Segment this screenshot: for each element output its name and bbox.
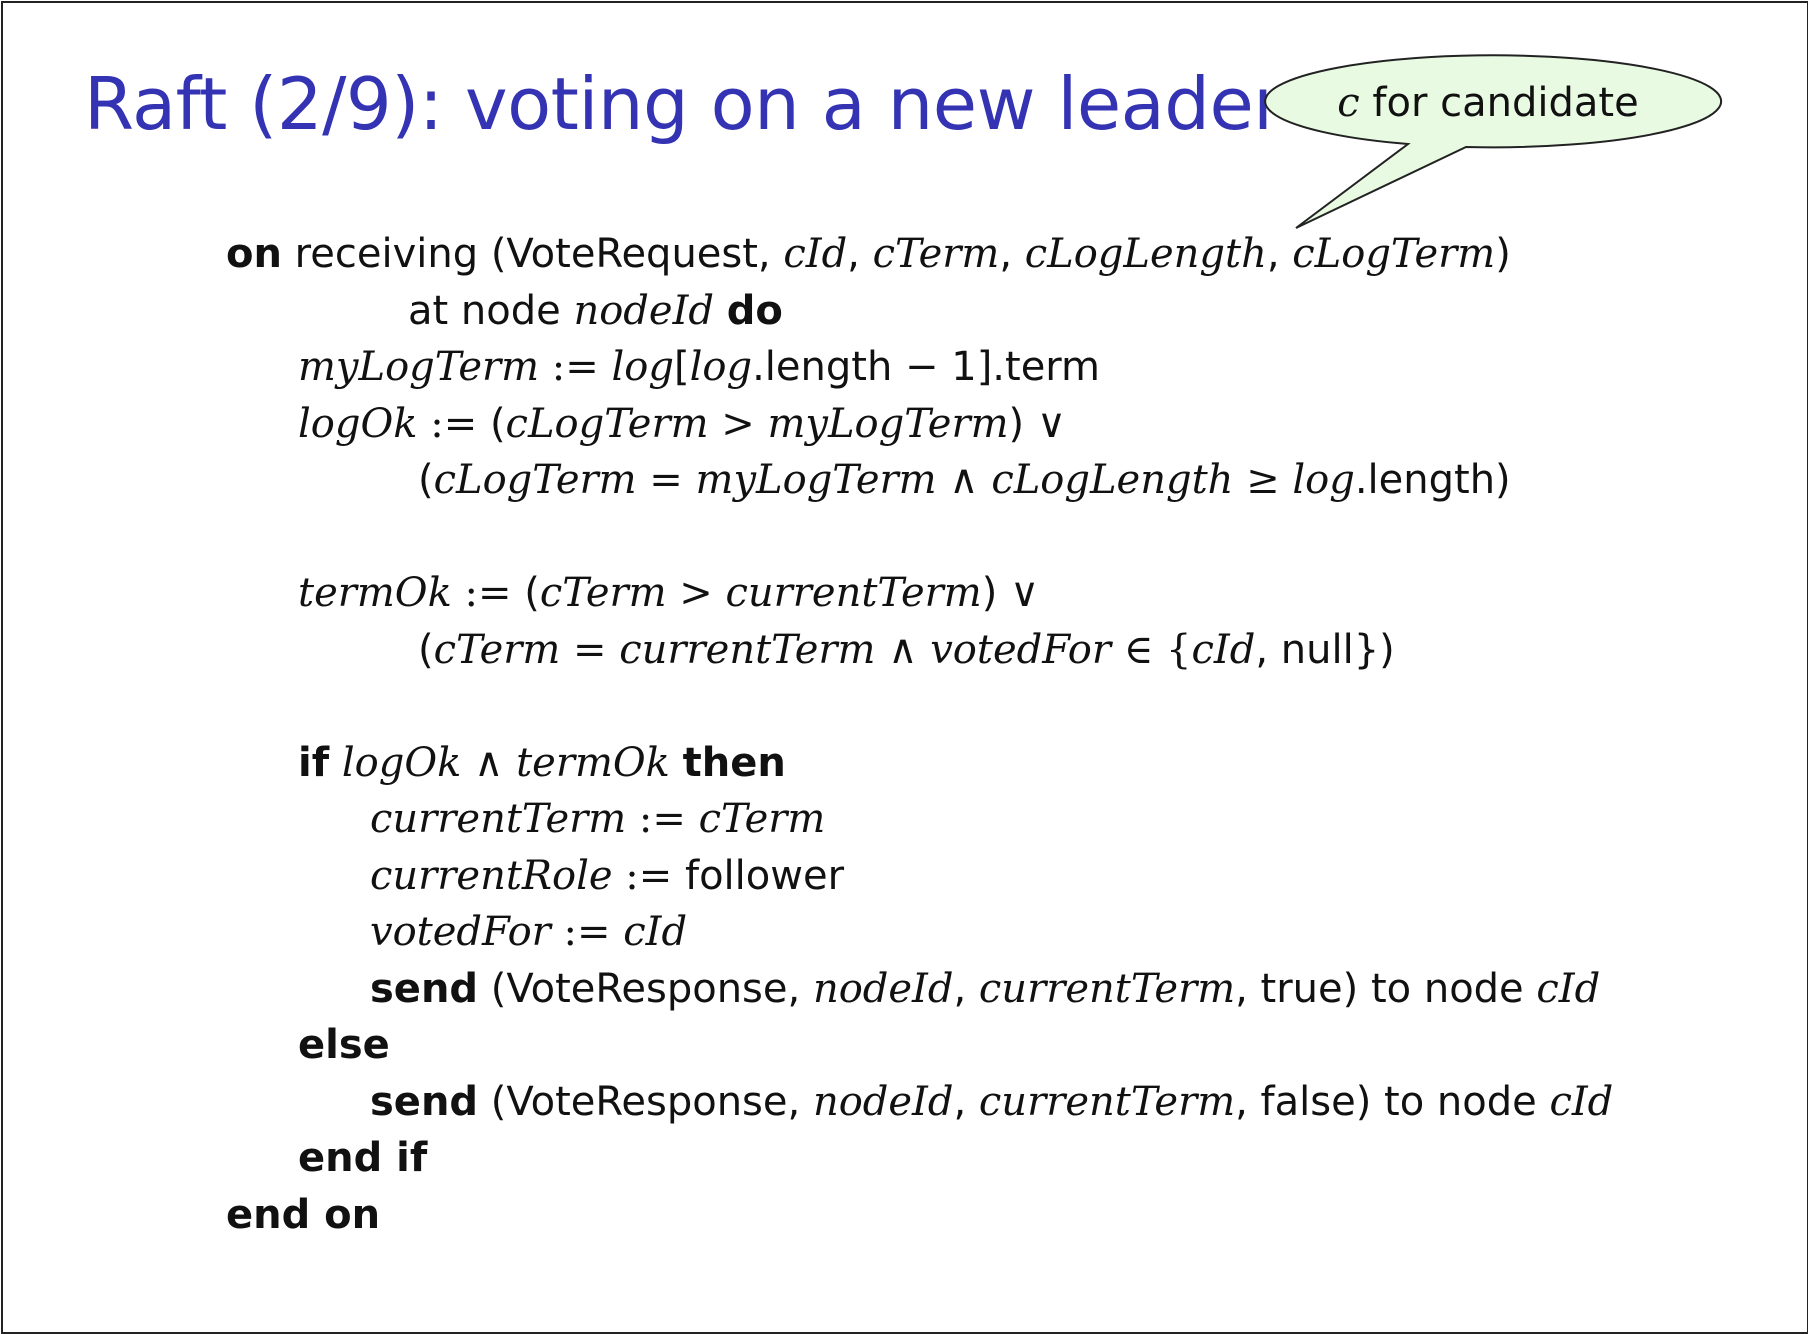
code-line-end-if: end if: [298, 1135, 428, 1181]
code-line-mylogterm: myLogTerm := log[log.length − 1].term: [298, 344, 1101, 390]
code-line-on-receiving: on receiving (VoteRequest, cId, cTerm, c…: [226, 231, 1511, 277]
code-line-set-currentrole: currentRole := follower: [370, 852, 845, 899]
code-line-if: if logOk ∧ termOk then: [298, 739, 786, 786]
speech-bubble-text: c for candidate: [1278, 80, 1698, 126]
code-line-termok: termOk := (cTerm > currentTerm) ∨: [298, 570, 1040, 616]
code-line-else: else: [298, 1022, 390, 1068]
code-line-termok-cont: (cTerm = currentTerm ∧ votedFor ∈ {cId, …: [418, 626, 1395, 673]
code-blank-line: [226, 678, 1613, 735]
code-blank-line: [226, 509, 1613, 566]
code-line-send-true: send (VoteResponse, nodeId, currentTerm,…: [370, 965, 1601, 1012]
candidate-caption: for candidate: [1359, 80, 1639, 126]
code-line-logok: logOk := (cLogTerm > myLogTerm) ∨: [298, 400, 1067, 447]
code-line-end-on: end on: [226, 1191, 381, 1238]
speech-bubble-shape: [1264, 54, 1723, 229]
code-line-logok-cont: (cLogTerm = myLogTerm ∧ cLogLength ≥ log…: [418, 457, 1511, 503]
code-line-at-node: at node nodeId do: [408, 287, 783, 334]
slide-title: Raft (2/9): voting on a new leader: [84, 62, 1283, 146]
code-line-set-votedfor: votedFor := cId: [370, 909, 688, 955]
code-line-send-false: send (VoteResponse, nodeId, currentTerm,…: [370, 1078, 1614, 1125]
code-line-set-currentterm: currentTerm := cTerm: [370, 796, 826, 842]
pseudocode-block: on receiving (VoteRequest, cId, cTerm, c…: [226, 226, 1613, 1243]
candidate-var: c: [1337, 80, 1360, 126]
